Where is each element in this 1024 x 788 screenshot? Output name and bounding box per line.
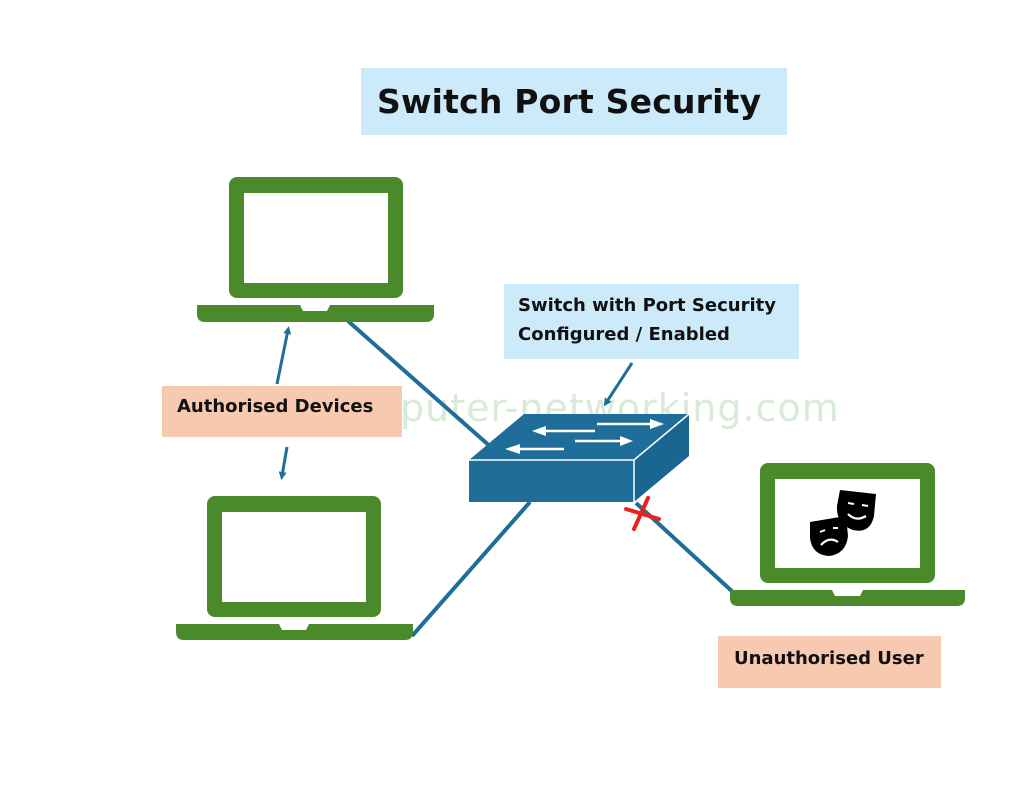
authorised-devices-label: Authorised Devices: [162, 386, 402, 437]
blocked-x-icon: [624, 496, 661, 531]
switch-label: Switch with Port Security Configured / E…: [504, 284, 799, 359]
link-top-laptop-to-switch: [346, 319, 494, 450]
switch-label-line2: Configured / Enabled: [518, 324, 730, 345]
link-bottom-laptop-to-switch: [410, 500, 532, 638]
arrow-to-switch: [603, 362, 634, 407]
laptop-bottom-icon: [176, 496, 413, 640]
switch-label-line1: Switch with Port Security: [518, 295, 776, 316]
theater-masks-icon: [810, 490, 876, 556]
switch-icon: [469, 413, 690, 502]
arrow-to-bottom-laptop: [278, 446, 289, 480]
laptop-top-icon: [197, 177, 434, 322]
unauthorised-user-label: Unauthorised User: [718, 636, 941, 688]
arrow-to-top-laptop: [275, 326, 292, 385]
page-title: Switch Port Security: [361, 68, 787, 135]
